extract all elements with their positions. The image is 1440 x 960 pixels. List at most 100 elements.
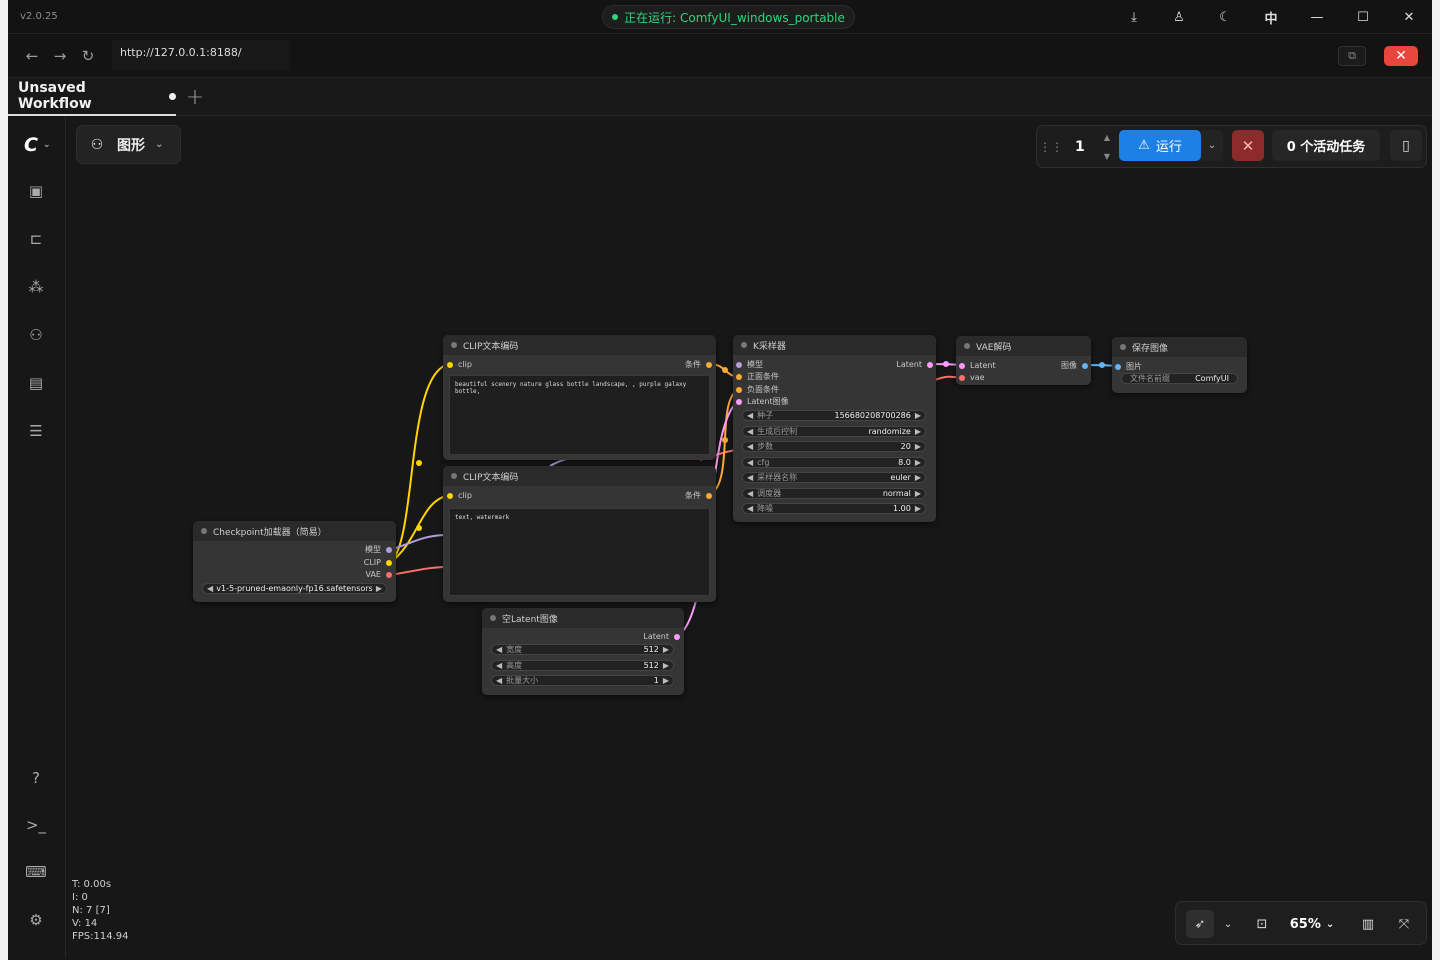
download-icon[interactable]: ⤓	[1131, 9, 1137, 25]
input-vae[interactable]: vae	[959, 372, 985, 383]
output-conditioning[interactable]: 条件	[685, 359, 712, 370]
arrow-right-icon[interactable]: ▶	[662, 645, 669, 654]
arrow-left-icon[interactable]: ◀	[747, 442, 754, 451]
arrow-right-icon[interactable]: ▶	[662, 661, 669, 670]
run-options-dropdown[interactable]: ⌄	[1201, 130, 1223, 161]
output-model[interactable]: 模型	[365, 544, 392, 555]
zoom-level-button[interactable]: 65%⌄	[1288, 910, 1336, 938]
output-conditioning[interactable]: 条件	[685, 490, 712, 501]
pin-conditioning[interactable]	[706, 492, 712, 499]
models-icon[interactable]: ⊏	[29, 230, 43, 248]
tab-workflow[interactable]: Unsaved Workflow	[8, 78, 176, 116]
toggle-panel-button[interactable]: ▯	[1390, 130, 1422, 161]
pin-model[interactable]	[386, 546, 392, 553]
arrow-left-icon[interactable]: ◀	[747, 489, 754, 498]
pin-clip[interactable]	[386, 559, 392, 566]
maximize-icon[interactable]: ☐	[1357, 9, 1369, 25]
arrow-left-icon[interactable]: ◀	[747, 458, 754, 467]
pin-image[interactable]	[1115, 363, 1121, 370]
arrow-right-icon[interactable]: ▶	[914, 427, 921, 436]
hide-links-icon[interactable]: ⤧	[1398, 916, 1410, 932]
run-button[interactable]: ⚠ 运行	[1119, 130, 1201, 161]
minimap-icon[interactable]: ▥	[1361, 916, 1375, 932]
input-latent[interactable]: Latent	[959, 360, 996, 371]
arrow-right-icon[interactable]: ▶	[914, 411, 921, 420]
close-window-button[interactable]: ✕	[1384, 46, 1418, 66]
node-header[interactable]: K采样器	[733, 335, 936, 355]
moon-icon[interactable]: ☾	[1219, 9, 1231, 25]
output-latent[interactable]: Latent	[643, 631, 680, 642]
pin-conditioning[interactable]	[706, 361, 712, 368]
arrow-right-icon[interactable]: ▶	[375, 584, 382, 593]
collapse-dot[interactable]	[964, 343, 970, 349]
terminal-icon[interactable]: >_	[25, 816, 47, 834]
collapse-dot[interactable]	[451, 473, 457, 479]
increment-icon[interactable]: ▲	[1103, 133, 1111, 142]
collapse-dot[interactable]	[451, 342, 457, 348]
pin-latent[interactable]	[736, 398, 742, 405]
pin-latent[interactable]	[927, 361, 933, 368]
input-images[interactable]: 图片	[1115, 361, 1142, 372]
prompt-textarea[interactable]: beautiful scenery nature glass bottle la…	[449, 375, 710, 455]
batch-stepper[interactable]: ▲▼	[1101, 133, 1113, 161]
logo-icon[interactable]: C⌄	[24, 134, 51, 156]
templates-icon[interactable]: ▤	[28, 374, 44, 392]
cancel-run-button[interactable]: ✕	[1232, 130, 1264, 161]
back-icon[interactable]: ←	[25, 47, 39, 65]
pin-vae[interactable]	[386, 571, 392, 578]
arrow-right-icon[interactable]: ▶	[662, 676, 669, 685]
arrow-right-icon[interactable]: ▶	[914, 473, 921, 482]
output-clip[interactable]: CLIP	[364, 557, 392, 568]
node-clip-text-positive[interactable]: CLIP文本编码 clip 条件 beautiful scenery natur…	[443, 335, 716, 460]
input-clip[interactable]: clip	[447, 490, 472, 501]
node-header[interactable]: CLIP文本编码	[443, 466, 716, 486]
input-latent[interactable]: Latent图像	[736, 396, 789, 407]
collapse-dot[interactable]	[201, 528, 207, 534]
node-header[interactable]: 保存图像	[1112, 337, 1247, 357]
arrow-right-icon[interactable]: ▶	[914, 458, 921, 467]
input-model[interactable]: 模型	[736, 359, 763, 370]
input-negative[interactable]: 负面条件	[736, 384, 779, 395]
url-field[interactable]: http://127.0.0.1:8188/	[112, 40, 290, 70]
batch-count-input[interactable]: 1	[1075, 138, 1085, 155]
node-header[interactable]: CLIP文本编码	[443, 335, 716, 355]
collapse-dot[interactable]	[490, 615, 496, 621]
queue-icon[interactable]: ☰	[29, 422, 43, 440]
pin-conditioning[interactable]	[736, 386, 742, 393]
node-header[interactable]: 空Latent图像	[482, 608, 684, 628]
user-icon[interactable]: ♙	[1173, 9, 1185, 25]
arrow-left-icon[interactable]: ◀	[496, 661, 503, 670]
prompt-textarea[interactable]: text, watermark	[449, 508, 710, 596]
pin-latent[interactable]	[959, 362, 965, 369]
workflow-icon[interactable]: ⚇	[29, 326, 43, 344]
keyboard-icon[interactable]: ⌨	[25, 863, 47, 881]
collapse-dot[interactable]	[741, 342, 747, 348]
graph-menu-button[interactable]: ⚇ 图形 ⌄	[76, 125, 181, 164]
collapse-dot[interactable]	[1120, 344, 1126, 350]
new-tab-button[interactable]: +	[185, 84, 205, 110]
output-vae[interactable]: VAE	[366, 569, 392, 580]
arrow-right-icon[interactable]: ▶	[914, 489, 921, 498]
output-image[interactable]: 图像	[1061, 360, 1088, 371]
node-vae-decode[interactable]: VAE解码 Latent vae 图像	[956, 336, 1091, 385]
arrow-left-icon[interactable]: ◀	[747, 473, 754, 482]
pin-vae[interactable]	[959, 374, 965, 381]
ckpt-combo[interactable]: ◀v1-5-pruned-emaonly-fp16.safetensors▶	[202, 583, 387, 594]
pin-latent[interactable]	[674, 633, 680, 640]
reload-icon[interactable]: ↻	[81, 47, 95, 65]
input-positive[interactable]: 正面条件	[736, 371, 779, 382]
image-icon[interactable]: ▣	[28, 182, 44, 200]
pin-model[interactable]	[736, 361, 742, 368]
node-checkpoint-loader[interactable]: Checkpoint加载器（简易） 模型 CLIP VAE ◀v1-5-prun…	[193, 521, 396, 602]
arrow-right-icon[interactable]: ▶	[914, 442, 921, 451]
